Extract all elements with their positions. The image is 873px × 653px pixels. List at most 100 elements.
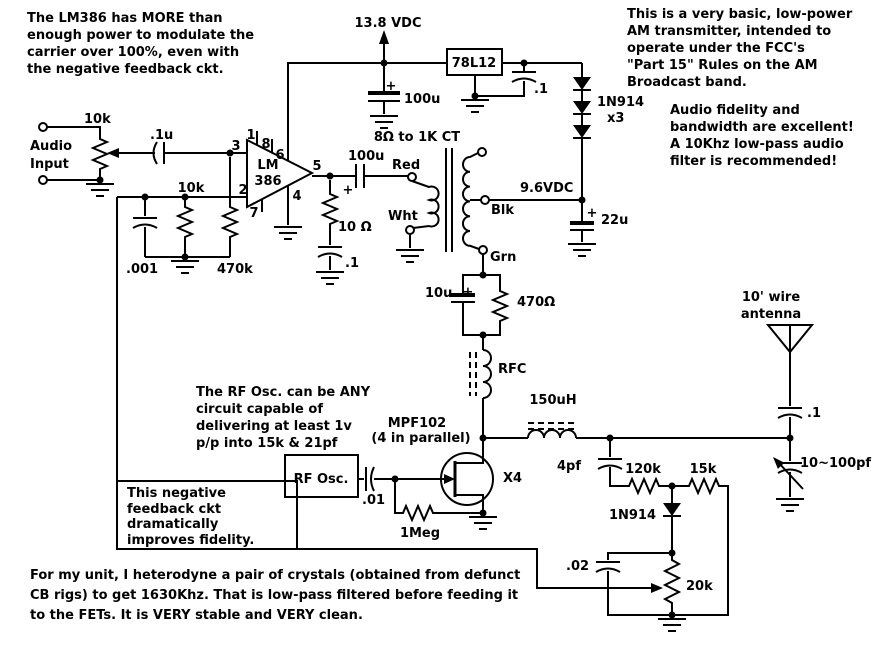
rfc-label: RFC — [498, 362, 526, 377]
psu-cap-label: 100u — [404, 92, 440, 107]
bias-470k-resistor — [222, 202, 238, 242]
note-line: This is a very basic, low-power — [627, 7, 853, 22]
supply-arrow-head — [379, 30, 389, 44]
audio-terminal-bot — [38, 175, 48, 185]
pin5-label: 5 — [312, 159, 321, 174]
note-line: This negative — [127, 486, 226, 501]
note-line: Broadcast band. — [627, 75, 747, 90]
pin-ticks — [256, 131, 289, 225]
xfmr-wht-terminal — [405, 225, 415, 235]
det-pot-label: 20k — [686, 579, 713, 594]
rail-voltage-label: 9.6VDC — [520, 181, 573, 196]
note-line: delivering at least 1v — [196, 419, 352, 434]
fet-source-wire — [455, 494, 484, 513]
sample-cap-wires — [609, 438, 625, 487]
bypass-470ohm-resistor — [492, 286, 508, 326]
ant-cap-label: .1 — [807, 406, 821, 421]
note-fidelity: Audio fidelity and bandwidth are excelle… — [670, 102, 854, 170]
trim-cap-curve — [777, 468, 803, 474]
bias-resistor-label: 470k — [217, 262, 253, 277]
gate-res-wires — [394, 479, 483, 514]
bypass-r-label: 470Ω — [517, 295, 555, 310]
det-15k-resistor — [684, 478, 724, 494]
note-feedback: This negative feedback ckt dramatically … — [127, 486, 254, 548]
pin2-label: 2 — [238, 183, 247, 198]
bypass-cap-label: 10u — [425, 286, 452, 301]
note-line: dramatically — [127, 517, 219, 532]
note-line: circuit capable of — [196, 402, 323, 417]
xfmr-blk-terminal — [480, 195, 490, 205]
ground-icon — [468, 516, 498, 530]
opamp-label-1: LM — [257, 158, 278, 173]
rfc-coil — [482, 349, 492, 399]
psu-cap-plus: + — [386, 79, 397, 94]
gate-arrow — [444, 474, 455, 484]
audio-pot-label: 10k — [84, 112, 111, 127]
xfmr-wht-label: Wht — [388, 209, 418, 224]
xfmr-red-terminal — [407, 172, 417, 182]
xfmr-secondary-coil — [462, 152, 480, 250]
xfmr-grn-label: Grn — [490, 250, 516, 265]
xfmr-grn-terminal — [478, 245, 488, 255]
ground-icon — [85, 183, 115, 197]
pot-wiper-arrow — [107, 148, 119, 158]
xfmr-top-terminal — [477, 147, 487, 157]
note-line: The LM386 has MORE than — [27, 11, 223, 26]
note-line: bandwidth are excellent! — [670, 120, 854, 135]
det-r1-label: 120k — [625, 462, 661, 477]
sample-cap-curve — [597, 464, 623, 470]
tank-l-label: 150uH — [529, 393, 576, 408]
audio-input-label-2: Input — [30, 157, 69, 172]
out-cap-plus: + — [343, 183, 354, 198]
volume-pot — [92, 134, 108, 174]
out-cap-label: 100u — [348, 149, 384, 164]
note-line: p/p into 15k & 21pf — [196, 436, 338, 451]
ground-icon — [315, 271, 345, 285]
note-line: For my unit, I heterodyne a pair of crys… — [30, 568, 521, 583]
pin1-label: 1 — [246, 128, 255, 143]
diode-icon — [662, 502, 682, 517]
ground-icon — [460, 99, 490, 113]
xfmr-primary-coil — [411, 180, 440, 229]
det-cap-curve — [595, 567, 621, 573]
supply-rail-wire — [287, 62, 582, 161]
det-cap-wires — [607, 552, 672, 616]
note-line: The RF Osc. can be ANY — [196, 385, 371, 400]
note-heterodyne: For my unit, I heterodyne a pair of crys… — [30, 566, 520, 626]
ground-icon — [567, 243, 597, 257]
diode-icon — [572, 100, 592, 115]
zobel-r-label: 10 Ω — [338, 220, 372, 235]
antenna-symbol — [765, 324, 815, 354]
ground-icon — [369, 115, 399, 129]
trim-arrow-head — [773, 457, 785, 469]
input-cap-curve — [152, 141, 158, 165]
output-line-section — [483, 324, 815, 512]
tank-coil — [527, 429, 577, 439]
note-intro: This is a very basic, low-power AM trans… — [627, 6, 852, 91]
sample-cap-label: 4pf — [557, 459, 581, 474]
bypass-res-branch — [483, 274, 501, 336]
fet-drain-wire — [455, 438, 484, 464]
note-line: carrier over 100%, even with — [27, 45, 240, 60]
det-diode-label: 1N914 — [609, 508, 656, 523]
zobel-c-label: .1 — [345, 256, 359, 271]
fb-resistor-label: 10k — [178, 181, 205, 196]
transformer-label: 8Ω to 1K CT — [374, 130, 460, 145]
antenna-label-2: antenna — [741, 307, 801, 322]
rail-cap-plus: + — [587, 206, 598, 221]
ground-icon — [775, 498, 805, 512]
osc-cap-label: .01 — [362, 493, 385, 508]
note-line: to the FETs. It is VERY stable and VERY … — [30, 608, 363, 623]
diode-string-label: 1N914 — [597, 95, 644, 110]
gate-1meg-resistor — [398, 505, 438, 521]
det-r2-label: 15k — [690, 462, 717, 477]
opamp-label-2: 386 — [254, 174, 281, 189]
diode-icon — [572, 124, 592, 139]
zobel-10ohm-resistor — [322, 189, 338, 229]
ground-icon — [170, 260, 200, 274]
note-line: the negative feedback ckt. — [27, 62, 224, 77]
ant-cap-curve — [777, 413, 803, 419]
note-line: "Part 15" Rules on the AM — [627, 58, 818, 73]
